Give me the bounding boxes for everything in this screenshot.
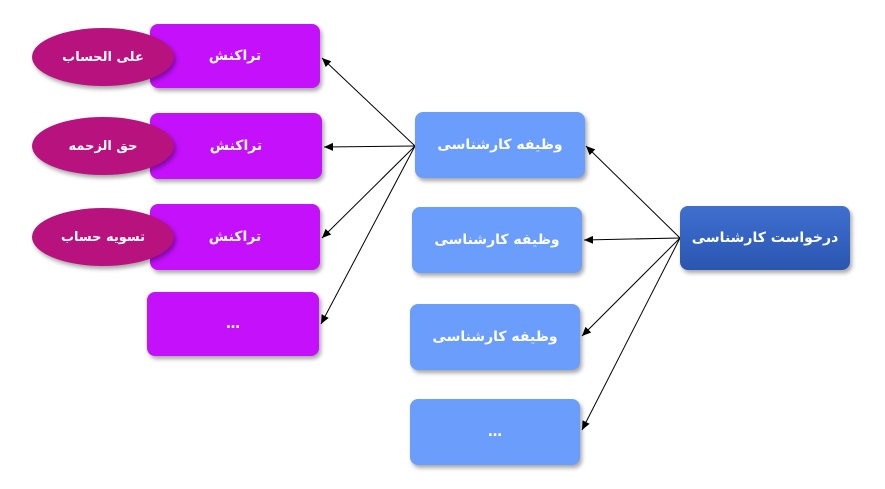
transaction-type-oval-1: علی الحساب [32, 28, 174, 86]
expert-task-node-4: … [410, 399, 580, 465]
transaction-label: تراکنش [208, 48, 262, 64]
arrow-task-to-transaction-3 [321, 145, 416, 239]
transaction-type-oval-3: تسویه حساب [32, 208, 174, 266]
transaction-label: تراکنش [208, 229, 262, 245]
transaction-node-2: تراکنش [150, 113, 322, 179]
transaction-label: … [226, 316, 240, 332]
transaction-type-label: علی الحساب [62, 49, 144, 65]
arrow-request-to-task-3 [581, 237, 681, 337]
expert-request-node: درخواست کارشناسی [680, 206, 850, 270]
expert-task-label: … [488, 424, 502, 440]
arrow-task-to-transaction-4 [320, 145, 416, 325]
expert-task-node-2: وظیفه کارشناسی [412, 207, 582, 273]
expert-task-label: وظیفه کارشناسی [432, 329, 558, 345]
transaction-type-oval-2: حق الزحمه [32, 117, 174, 175]
arrow-request-to-task-2 [583, 235, 681, 244]
expert-task-node-1: وظیفه کارشناسی [415, 112, 585, 178]
arrow-task-to-transaction-1 [321, 57, 416, 147]
expert-task-label: وظیفه کارشناسی [434, 232, 560, 248]
transaction-node-4: … [147, 292, 319, 356]
arrow-request-to-task-4 [581, 237, 681, 431]
expert-task-node-3: وظیفه کارشناسی [410, 304, 580, 370]
transaction-node-3: تراکنش [150, 204, 320, 270]
expert-task-label: وظیفه کارشناسی [437, 137, 563, 153]
transaction-node-1: تراکنش [150, 24, 320, 88]
transaction-type-label: تسویه حساب [60, 229, 146, 245]
expert-request-label: درخواست کارشناسی [691, 230, 839, 246]
transaction-label: تراکنش [209, 138, 263, 154]
transaction-type-label: حق الزحمه [68, 138, 138, 154]
arrow-task-to-transaction-2 [323, 142, 416, 151]
arrow-request-to-task-1 [585, 145, 681, 239]
